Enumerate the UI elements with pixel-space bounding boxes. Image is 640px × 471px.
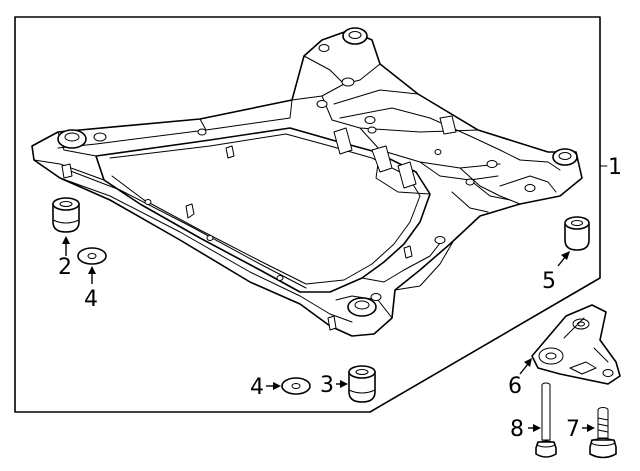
callout-6: 6 (508, 374, 522, 399)
callout-2: 2 (58, 255, 72, 280)
callout-4-bottom-arrow (266, 382, 281, 390)
callout-5: 5 (542, 269, 556, 294)
long-bolt (535, 382, 557, 458)
callout-4-left-arrow (88, 266, 96, 284)
callout-8-arrow (528, 424, 541, 432)
subframe (31, 27, 583, 337)
callout-5-arrow (557, 251, 570, 267)
callout-7: 7 (566, 417, 580, 442)
callout-4-bottom: 4 (250, 375, 264, 400)
callout-1: 1 (608, 155, 622, 180)
washer-left (77, 247, 107, 265)
callout-8: 8 (510, 417, 524, 442)
callout-3: 3 (320, 373, 334, 398)
callout-7-arrow (582, 424, 595, 432)
callout-3-arrow (336, 380, 348, 388)
bracket-plate (531, 304, 621, 385)
callout-4-left: 4 (84, 287, 98, 312)
callout-2-arrow (62, 236, 70, 256)
washer-bottom (281, 377, 311, 395)
bushing-bottom (348, 365, 376, 403)
bushing-left (52, 197, 80, 233)
callout-6-arrow (519, 358, 532, 375)
short-bolt (589, 407, 617, 459)
bushing-right (564, 216, 590, 251)
assembly-boundary (14, 16, 601, 413)
